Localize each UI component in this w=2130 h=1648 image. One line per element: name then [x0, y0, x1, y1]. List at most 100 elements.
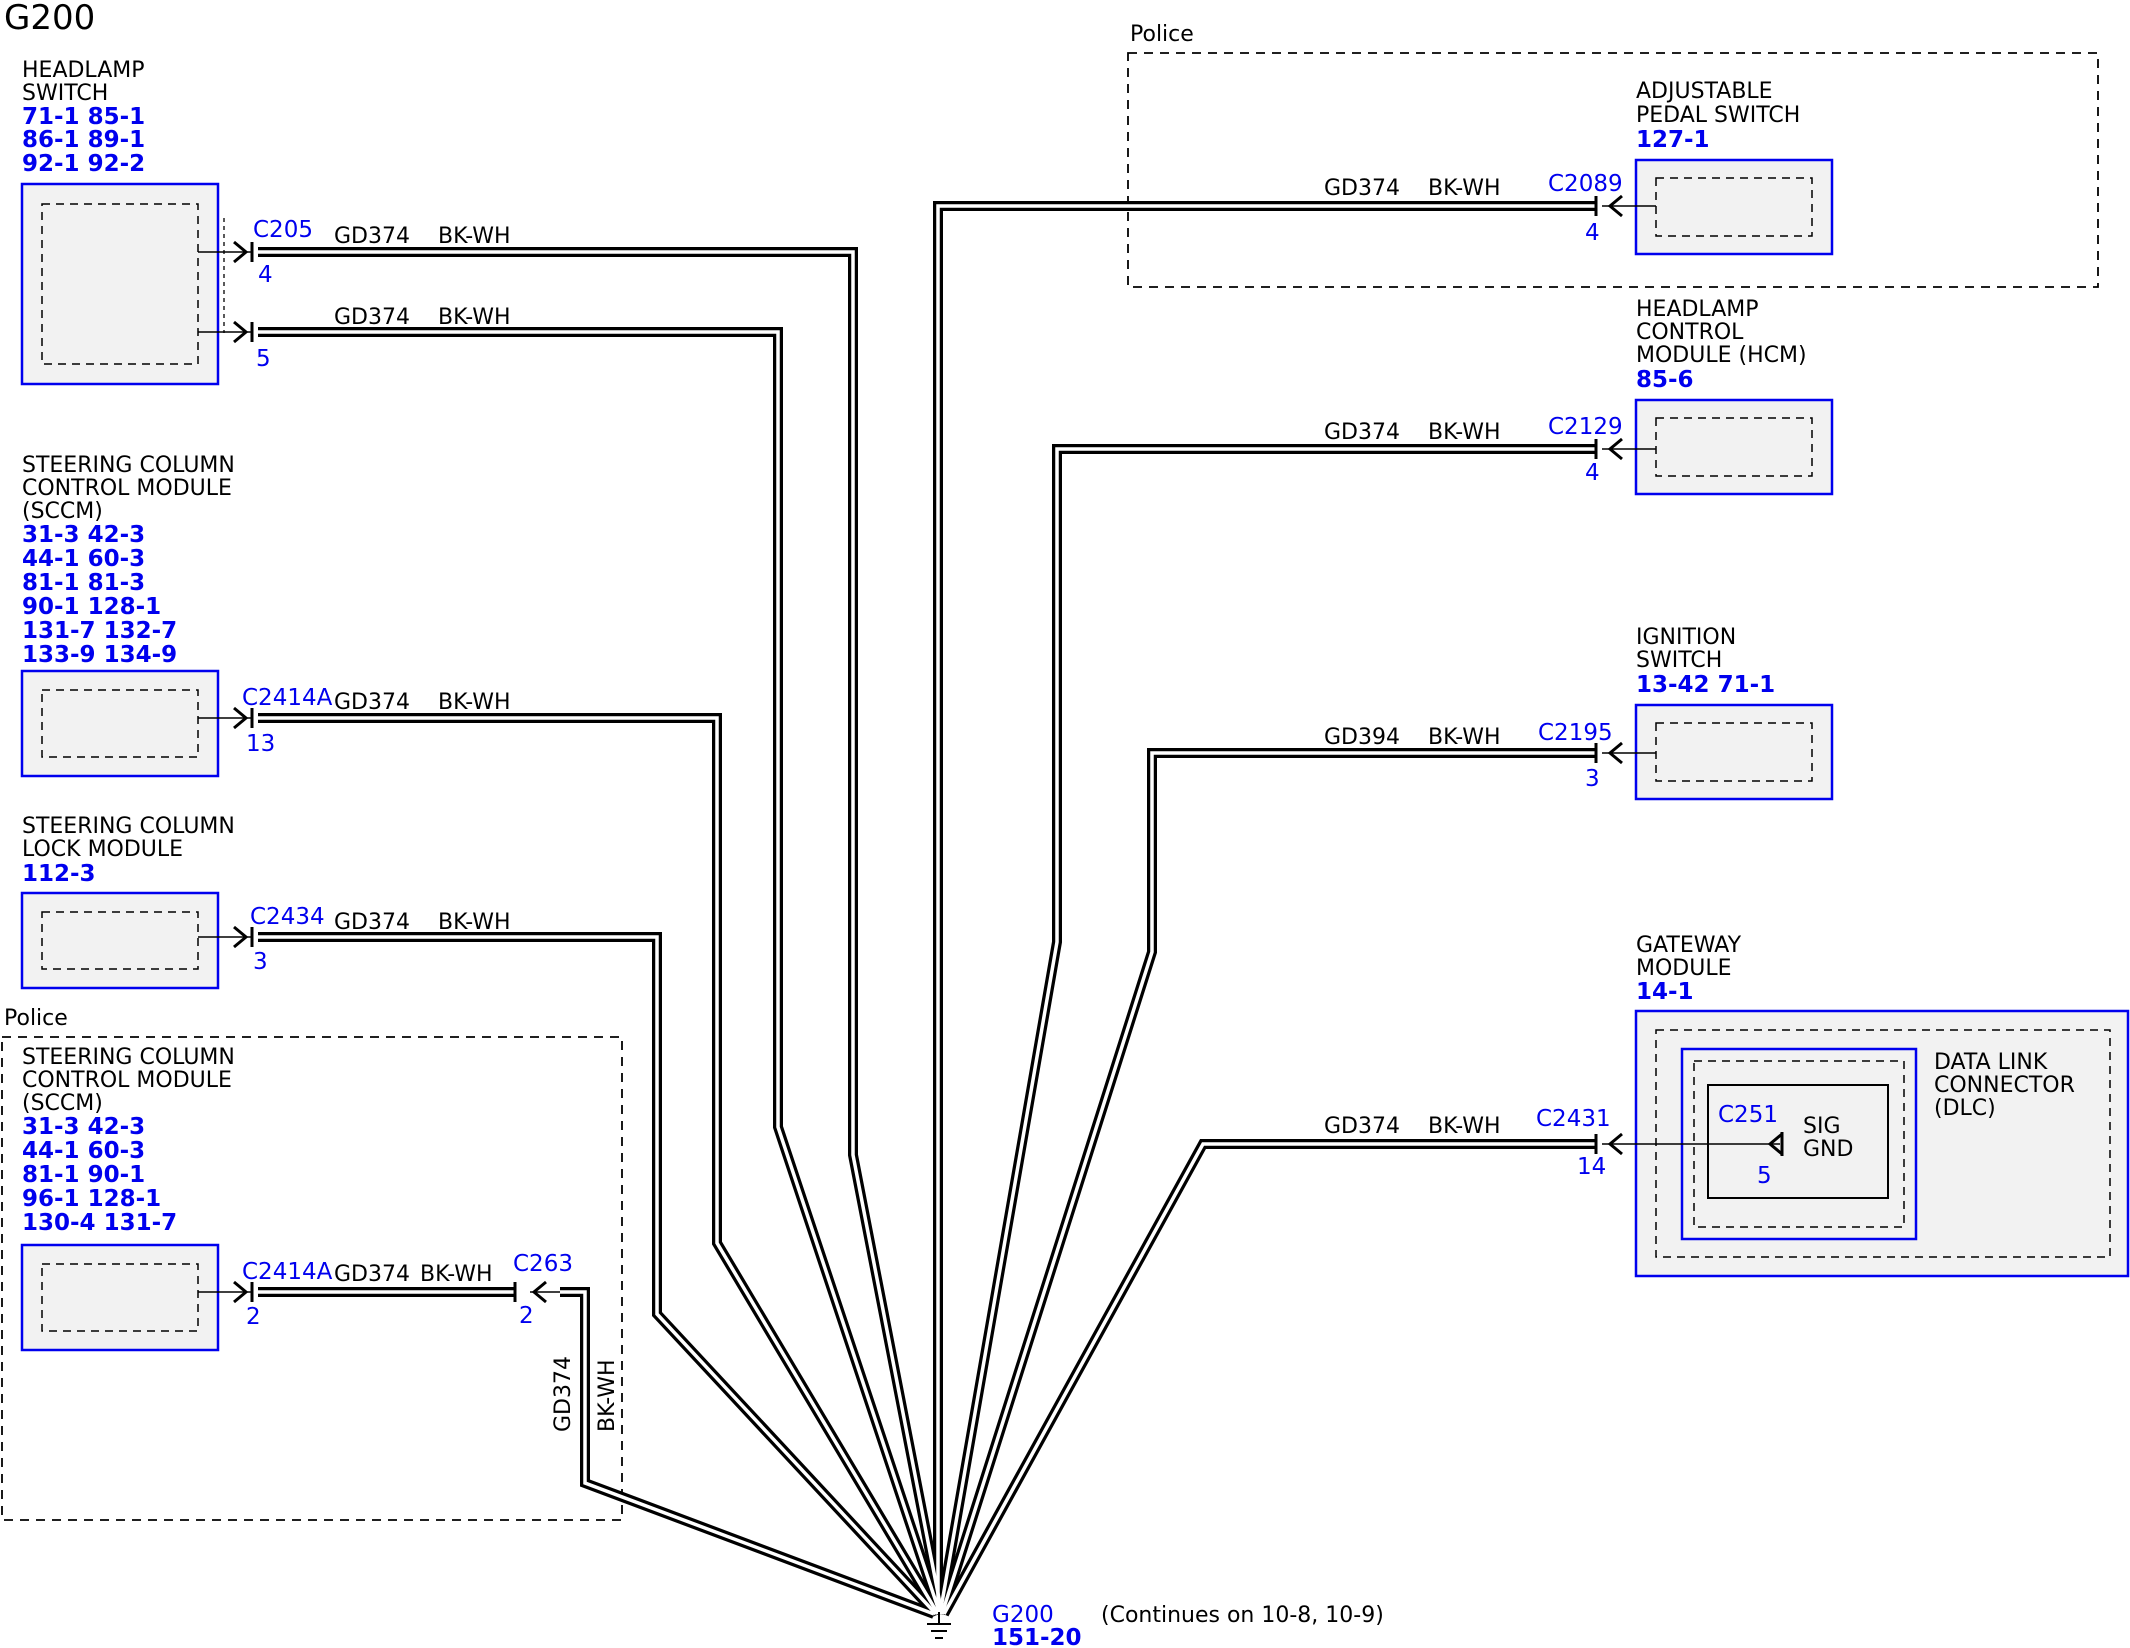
sccm-module: STEERING COLUMN CONTROL MODULE (SCCM) 31… [20, 453, 235, 778]
wire-c2089-4 [933, 201, 1596, 1614]
connector-id: C263 [513, 1251, 573, 1277]
terminal-arrow-icon [233, 1280, 249, 1304]
connector-id: C2414A [242, 685, 333, 711]
terminal-arrow-icon [1767, 1132, 1783, 1156]
right-terminals [1594, 194, 1784, 1156]
page-ref: 71-1 85-1 [22, 104, 145, 130]
connector-id: C251 [1718, 1102, 1778, 1128]
c263-inline-connector [513, 1280, 560, 1304]
wire-color-label: BK-WH [438, 224, 511, 249]
terminal-arrow-icon [233, 925, 249, 949]
wire-circuit-label-vertical: GD374 [551, 1356, 576, 1432]
terminal-arrow-icon [1607, 194, 1623, 218]
police-region-bottom [1, 1036, 623, 1521]
connector-id: C205 [253, 217, 313, 243]
component-box [20, 1243, 220, 1352]
gateway-module: GATEWAY MODULE 14-1 DATA LINK CONNECTOR … [1634, 933, 2130, 1278]
terminal-arrow-icon [1607, 741, 1623, 765]
police-region-top [1127, 52, 2099, 288]
page-ref: 131-7 132-7 [22, 618, 177, 644]
component-box [20, 669, 220, 778]
connector-pin: 3 [1585, 766, 1600, 792]
wire-circuit-label: GD374 [334, 910, 410, 935]
page-ref: 86-1 89-1 [22, 127, 145, 153]
connector-pin: 4 [1585, 220, 1600, 246]
wire-color-label-vertical: BK-WH [595, 1359, 620, 1432]
page-ref: 112-3 [22, 861, 96, 887]
connector-pin: 4 [258, 262, 273, 288]
headlamp-switch: HEADLAMP SWITCH 71-1 85-1 86-1 89-1 92-1… [20, 58, 225, 386]
page-ref: 31-3 42-3 [22, 1114, 145, 1140]
wire-circuit-label: GD374 [334, 305, 410, 330]
wire-color-label: BK-WH [438, 690, 511, 715]
wire-color-label: BK-WH [1428, 725, 1501, 750]
component-name: (SCCM) [22, 499, 103, 524]
component-box [20, 182, 220, 386]
component-name: SWITCH [1636, 648, 1722, 673]
component-inner [41, 203, 199, 365]
page-ref: 13-42 71-1 [1636, 672, 1775, 698]
component-name: IGNITION [1636, 625, 1736, 650]
component-name: MODULE [1636, 956, 1732, 981]
component-name: LOCK MODULE [22, 837, 183, 862]
data-link-connector: DATA LINK CONNECTOR (DLC) SIG GND C251 5 [1680, 1047, 2075, 1241]
component-name: SWITCH [22, 81, 108, 106]
component-name: STEERING COLUMN [22, 814, 235, 839]
connector-pin: 2 [519, 1303, 534, 1329]
component-name: CONTROL MODULE [22, 476, 232, 501]
wire-c263-ground [560, 1287, 936, 1619]
connector-id: C2089 [1548, 171, 1623, 197]
component-name: (SCCM) [22, 1091, 103, 1116]
left-connector-labels: C205 4 5 C2414A 13 C2434 3 C2414A 2 C263… [242, 217, 573, 1330]
connector-id: C2414A [242, 1259, 333, 1285]
component-inner [41, 911, 199, 970]
page-ref: 44-1 60-3 [22, 1138, 145, 1164]
wire-color-label: BK-WH [420, 1262, 493, 1287]
headlamp-control-module: HEADLAMP CONTROL MODULE (HCM) 85-6 [1634, 297, 1834, 496]
component-name: CONTROL MODULE [22, 1068, 232, 1093]
wire-circuit-label: GD394 [1324, 725, 1400, 750]
page-ref: 127-1 [1636, 127, 1710, 153]
component-inner [1655, 177, 1813, 237]
dlc-name: DATA LINK [1934, 1050, 2048, 1075]
terminal-arrow-icon [233, 706, 249, 730]
connector-pin: 2 [246, 1304, 261, 1330]
sig-gnd-label: GND [1803, 1137, 1853, 1162]
page-ref: 133-9 134-9 [22, 642, 177, 668]
wire-circuit-label: GD374 [334, 690, 410, 715]
component-name: CONTROL [1636, 320, 1744, 345]
page-ref: 92-1 92-2 [22, 151, 145, 177]
connector-pin: 5 [256, 346, 271, 372]
connector-id: C2434 [250, 904, 325, 930]
component-name: STEERING COLUMN [22, 453, 235, 478]
wire-circuit-label: GD374 [1324, 1114, 1400, 1139]
component-name: PEDAL SWITCH [1636, 103, 1800, 128]
page-ref: 90-1 128-1 [22, 594, 161, 620]
sig-gnd-label: SIG [1803, 1114, 1841, 1139]
dlc-name: (DLC) [1934, 1096, 1996, 1121]
ground-icon [927, 1623, 951, 1639]
connector-id: C2195 [1538, 720, 1613, 746]
component-box [1634, 158, 1834, 256]
terminal-arrow-icon [233, 320, 249, 344]
wire-color-label: BK-WH [1428, 176, 1501, 201]
right-connector-labels: C2089 4 C2129 4 C2195 3 C2431 14 [1536, 171, 1623, 1180]
component-box [20, 891, 220, 990]
component-name: ADJUSTABLE [1636, 79, 1773, 104]
ground-id: G200 [992, 1602, 1054, 1628]
page-ref: 96-1 128-1 [22, 1186, 161, 1212]
left-terminals [198, 240, 254, 1304]
wire-labels: GD374 BK-WH GD374 BK-WH GD374 BK-WH GD37… [334, 176, 1501, 1432]
wire-circuit-label: GD374 [334, 224, 410, 249]
component-name: STEERING COLUMN [22, 1045, 235, 1070]
component-inner [41, 689, 199, 758]
terminal-arrow-icon [1607, 1132, 1623, 1156]
police-label-top: Police [1130, 22, 1194, 47]
connector-id: C2129 [1548, 414, 1623, 440]
wire-c2414a-13 [258, 713, 943, 1617]
component-inner [1655, 417, 1813, 477]
page-ref: 130-4 131-7 [22, 1210, 177, 1236]
page-ref: 31-3 42-3 [22, 522, 145, 548]
connector-pin: 5 [1757, 1163, 1772, 1189]
